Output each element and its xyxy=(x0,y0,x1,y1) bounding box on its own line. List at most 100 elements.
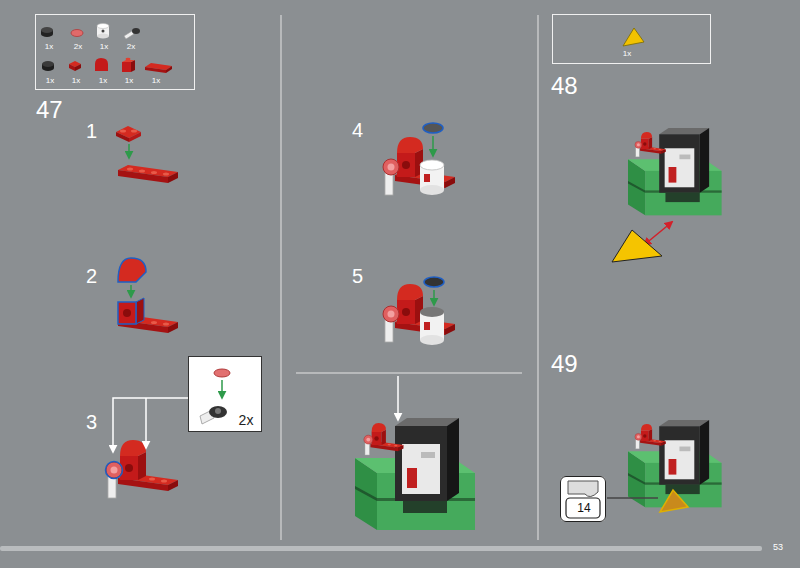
sticker-callout: 14 xyxy=(560,476,606,522)
illustration-shape xyxy=(130,285,132,297)
illustration-shape xyxy=(432,136,434,156)
illustration-shape xyxy=(42,61,54,67)
illustration-shape xyxy=(122,60,135,62)
illustration-shape xyxy=(644,222,672,245)
illustration-shape xyxy=(188,356,262,432)
quantity-label: 1x xyxy=(72,77,80,85)
illustration-shape xyxy=(397,376,399,420)
quantity-label: 2x xyxy=(239,413,254,427)
quantity-label: 1x xyxy=(152,77,160,85)
illustration-shape xyxy=(118,258,146,282)
illustration-shape xyxy=(0,546,762,551)
quantity-label: 1x xyxy=(46,77,54,85)
sticker-number: 14 xyxy=(577,502,590,514)
illustration-shape xyxy=(95,58,108,71)
illustration-shape xyxy=(106,440,178,498)
quantity-label: 2x xyxy=(127,43,135,51)
illustration-shape xyxy=(163,173,169,176)
illustration-shape xyxy=(118,170,168,183)
illustration-shape xyxy=(168,322,178,333)
illustration-shape xyxy=(126,58,131,60)
illustration-shape xyxy=(131,60,135,72)
step-number: 5 xyxy=(352,266,363,286)
illustration-shape xyxy=(607,497,658,499)
illustration-shape xyxy=(420,307,444,317)
illustration-shape xyxy=(41,27,53,33)
illustration-shape xyxy=(128,144,130,158)
illustration-shape xyxy=(113,398,188,452)
illustration-shape xyxy=(151,171,157,174)
illustration-shape xyxy=(145,398,147,448)
illustration-shape xyxy=(131,130,137,133)
illustration-shape xyxy=(129,132,141,142)
illustration-shape xyxy=(145,67,166,73)
step-number: 48 xyxy=(551,74,578,98)
illustration-shape xyxy=(163,323,169,326)
illustration-shape xyxy=(102,30,105,33)
illustration-shape xyxy=(424,174,430,182)
quantity-label: 1x xyxy=(100,43,108,51)
illustration-shape xyxy=(424,277,444,287)
illustration-shape xyxy=(383,284,455,342)
sub-assembly-callout: 2x xyxy=(188,356,262,432)
illustration-shape xyxy=(423,123,443,133)
quantity-label: 1x xyxy=(125,77,133,85)
illustration-shape xyxy=(166,66,172,73)
illustration-shape xyxy=(120,130,126,133)
illustration-shape xyxy=(136,298,144,324)
illustration-shape xyxy=(71,30,83,37)
illustration-shape xyxy=(420,160,444,170)
illustration-shape xyxy=(420,185,444,195)
step-number: 47 xyxy=(36,98,63,122)
step-number: 1 xyxy=(86,121,97,141)
quantity-label: 1x xyxy=(623,50,631,58)
quantity-label: 2x xyxy=(74,43,82,51)
illustration-shape xyxy=(214,369,230,377)
illustration-shape xyxy=(132,28,140,34)
illustration-shape xyxy=(35,14,195,90)
illustration-shape xyxy=(383,137,455,195)
page-number: 53 xyxy=(773,543,783,552)
illustration-shape xyxy=(628,128,722,215)
illustration-shape xyxy=(139,170,145,173)
quantity-label: 1x xyxy=(99,77,107,85)
illustration-shape xyxy=(215,408,221,414)
illustration-shape xyxy=(97,34,109,39)
illustration-shape xyxy=(612,230,662,262)
illustration-shape xyxy=(122,62,131,72)
illustration-shape xyxy=(560,476,606,522)
illustration-shape xyxy=(424,322,430,330)
illustration-shape xyxy=(123,309,131,317)
illustration-shape xyxy=(75,64,81,71)
illustration-shape xyxy=(281,15,282,540)
illustration-shape xyxy=(296,373,522,374)
illustration-shape xyxy=(106,462,123,479)
step-number: 2 xyxy=(86,266,97,286)
quantity-label: 1x xyxy=(45,43,53,51)
illustration-shape xyxy=(538,15,539,540)
parts-list-box: 1x xyxy=(552,14,711,64)
illustration-shape xyxy=(69,64,75,71)
step-number: 3 xyxy=(86,412,97,432)
illustration-shape xyxy=(168,172,178,183)
illustration-shape xyxy=(118,302,136,324)
illustration-shape xyxy=(355,418,475,530)
illustration-shape xyxy=(420,335,444,345)
illustration-shape xyxy=(568,481,598,497)
illustration-shape xyxy=(623,28,644,46)
illustration-shape xyxy=(433,290,435,305)
illustration-shape xyxy=(127,168,133,171)
illustration-shape xyxy=(116,132,129,142)
illustration-shape xyxy=(151,321,157,324)
step-number: 4 xyxy=(352,120,363,140)
illustration-shape xyxy=(221,380,223,398)
illustration-shape xyxy=(209,406,227,418)
illustration-shape xyxy=(566,498,600,518)
parts-list-box: 1x 2x 1x 2x 1x 1x 1x 1x 1x xyxy=(35,14,195,90)
illustration-shape xyxy=(660,490,688,512)
illustration-shape xyxy=(97,24,109,29)
step-number: 49 xyxy=(551,352,578,376)
